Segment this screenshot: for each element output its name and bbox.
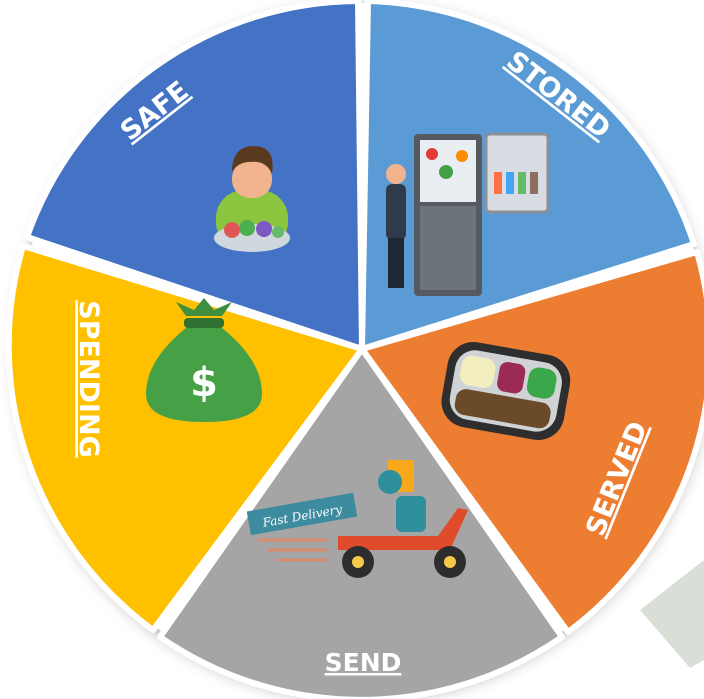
label-spending: SPENDING xyxy=(73,300,104,458)
person-eating-salad-icon xyxy=(214,146,290,252)
background-shape xyxy=(640,560,704,668)
money-bag-dollar-icon: $ xyxy=(146,298,262,422)
segment-spending xyxy=(5,243,365,633)
tv-dinner-tray-icon xyxy=(441,341,571,440)
segment-send xyxy=(157,346,565,699)
delivery-scooter-icon: Fast Delivery xyxy=(246,460,468,578)
refrigerator-with-person-icon xyxy=(386,132,550,296)
dollar-symbol: $ xyxy=(190,360,218,406)
segment-served xyxy=(359,249,704,635)
segment-safe xyxy=(24,0,365,352)
label-send: SEND xyxy=(325,648,402,677)
